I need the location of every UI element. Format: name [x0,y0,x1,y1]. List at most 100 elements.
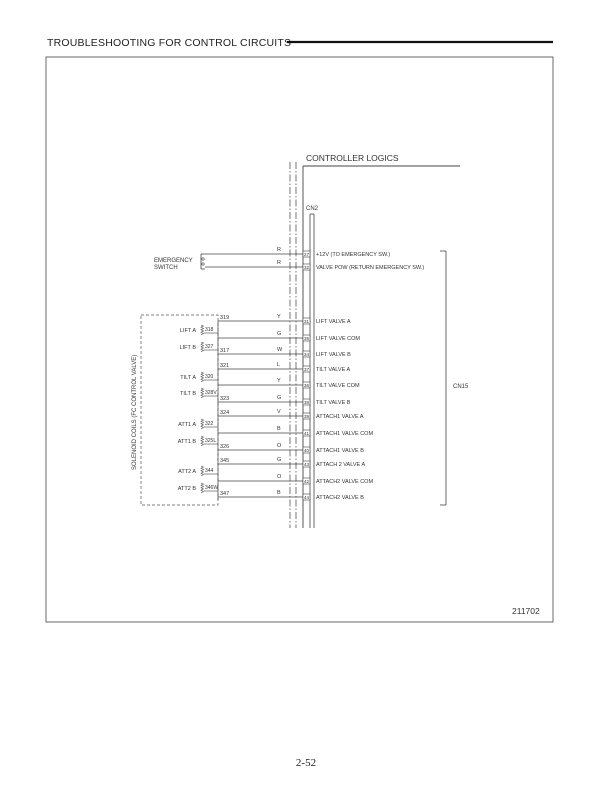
pin-description: ATTACH1 VALVE B [316,448,364,454]
pin-number: 35 [304,336,310,341]
pin-description: LIFT VALVE COM [316,336,360,342]
pin-description: ATTACH2 VALVE COM [316,479,373,485]
coil-tilt-b: TILT B 328V [180,387,218,399]
pin-row-38: 38 TILT VALVE B G 323 [218,395,351,406]
pin-box [302,429,311,437]
coil-symbol [200,418,205,430]
coil-symbol [200,387,205,399]
pin-box [302,250,311,258]
pin-description: LIFT VALVE A [316,319,351,325]
wire-number: 319 [220,315,229,321]
coil-wire-number: 322 [205,421,214,427]
pin-box [302,398,311,406]
wire-color-code: R [277,260,281,266]
wire-color-code: O [277,474,282,480]
cn15-bracket [440,250,447,506]
coil-att2-a: ATT2 A 344 [178,465,218,477]
cn2-label: CN2 [306,206,319,212]
pin-number: 41 [304,431,310,436]
coil-wire-number: 325L [205,438,216,444]
wire-color-code: V [277,409,281,415]
coil-name: ATT1 A [178,422,196,428]
controller-logics-label: CONTROLLER LOGICS [306,153,399,163]
figure-frame [45,56,554,623]
wire-number: 317 [220,348,229,354]
solenoid-coils-label: SOLENOID COILS (FC CONTROL VALVE) [132,355,138,470]
pin-box [302,477,311,485]
pin-number: 42 [304,479,310,484]
pin-number: 36 [304,383,310,388]
wire-color-code: O [277,443,282,449]
pin-box [302,381,311,389]
pin-description: TILT VALVE A [316,367,350,373]
pin-number: 37 [304,367,310,372]
pin-row-32: 32 VALVE POW (RETURN EMERGENCY SW.) R [205,260,424,271]
coil-wire-number: 344 [205,468,214,474]
wire-number: 345 [220,458,229,464]
wire-color-code: G [277,395,281,401]
wire-number: 323 [220,396,229,402]
pin-description: ATTACH1 VALVE A [316,414,364,420]
wire-color-code: G [277,457,281,463]
pin-description: VALVE POW (RETURN EMERGENCY SW.) [316,265,424,271]
emergency-switch-symbol [200,253,205,270]
pin-box [302,263,311,271]
pin-description: TILT VALVE B [316,400,351,406]
controller-logics-line [302,165,460,528]
pin-description: LIFT VALVE B [316,352,351,358]
coil-name: TILT A [180,375,196,381]
pin-box [302,493,311,501]
coil-name: ATT1 B [178,439,197,445]
coil-att1-b: ATT1 B 325L [178,435,218,447]
cn15-label: CN15 [453,384,469,390]
pin-description: +12V (TO EMERGENCY SW.) [316,252,390,258]
coil-name: LIFT B [180,345,197,351]
pin-number: 43 [304,462,310,467]
coil-name: ATT2 A [178,469,196,475]
connector-strip [309,213,315,528]
coil-symbol [200,482,205,494]
coil-wire-number: 328V [205,390,217,396]
wire-color-code: Y [277,314,281,320]
pin-row-27: 27+12V (TO EMERGENCY SW.)R [205,247,390,258]
pin-row-34: 34 LIFT VALVE B W 317 [218,347,351,358]
emergency-switch-label: EMERGENCY [154,258,193,264]
wire-color-code: W [277,347,283,353]
pin-row-43: 43 ATTACH 2 VALVE A G 345 [218,457,365,468]
coil-symbol [200,465,205,477]
wire-color-code: L [277,362,280,368]
wire-color-code: B [277,490,281,496]
wire-color-code: B [277,426,281,432]
pin-number: 34 [304,352,310,357]
pin-box [302,334,311,342]
wire-number: 347 [220,491,229,497]
wire-color-code: R [277,247,281,253]
page-header-title: TROUBLESHOOTING FOR CONTROL CIRCUITS [47,37,292,49]
pin-number: 31 [304,319,310,324]
pin-row-37: 37 TILT VALVE A L 321 [218,362,350,373]
pin-description: ATTACH 2 VALVE A [316,462,365,468]
coil-name: TILT B [180,391,196,397]
wire-number: 321 [220,363,229,369]
coil-wire-number: 318 [205,327,214,333]
controller-boundary [289,162,297,528]
wire-number: 326 [220,444,229,450]
figure-id: 211702 [512,606,540,616]
pin-box [302,317,311,325]
coil-symbol [200,341,205,353]
pin-box [302,350,311,358]
pin-number: 38 [304,400,310,405]
coil-symbol [200,371,205,383]
pin-box [302,446,311,454]
page-number: 2-52 [295,757,317,769]
pin-number: 32 [304,265,310,270]
